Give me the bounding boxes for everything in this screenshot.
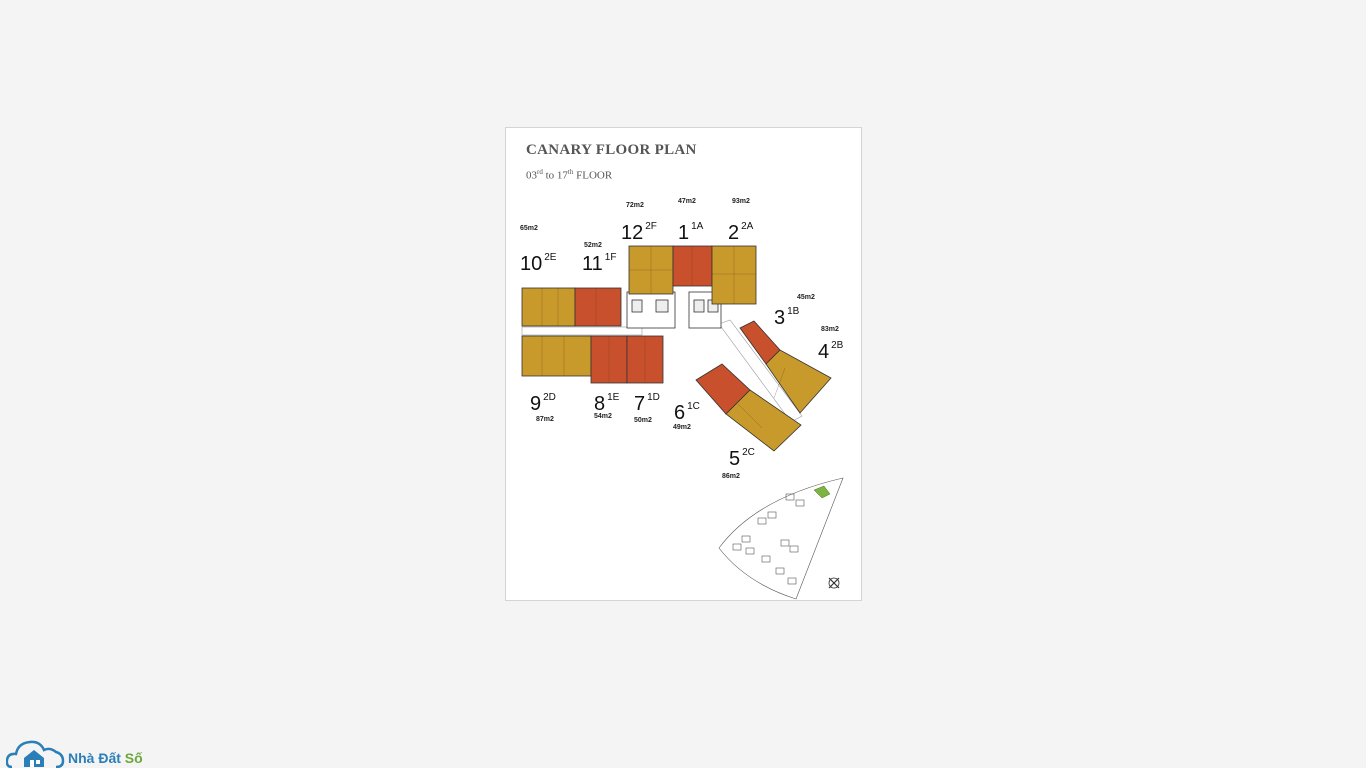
left-wing-top	[521, 287, 622, 327]
right-wing-upper	[739, 320, 832, 414]
area-label-12: 72m2	[626, 202, 644, 209]
interior-lines	[541, 246, 786, 429]
area-label-4: 83m2	[821, 326, 839, 333]
area-label-1: 47m2	[678, 198, 696, 205]
right-wing-lower	[695, 363, 802, 452]
unit-9-block	[521, 335, 592, 377]
unit-5-block	[725, 389, 802, 452]
unit-4-block	[765, 349, 832, 414]
unit-1-block	[672, 245, 713, 287]
area-label-11: 52m2	[584, 242, 602, 249]
area-label-5: 86m2	[722, 473, 740, 480]
area-label-2: 93m2	[732, 198, 750, 205]
site-key-map	[718, 477, 844, 600]
area-label-10: 65m2	[520, 225, 538, 232]
floor-plan-drawing	[521, 245, 844, 600]
site-logo[interactable]: Nhà Đất Số	[6, 733, 143, 768]
compass-icon	[828, 577, 840, 589]
unit-10-block	[521, 287, 576, 327]
floor-plan-sheet: CANARY FLOOR PLAN 03rd to 17th FLOOR	[505, 127, 862, 601]
area-label-7: 50m2	[634, 417, 652, 424]
plan-subtitle: 03rd to 17th FLOOR	[526, 168, 613, 182]
plan-title: CANARY FLOOR PLAN	[526, 142, 697, 158]
left-wing-bottom	[521, 335, 664, 384]
area-label-9: 87m2	[536, 416, 554, 423]
area-label-6: 49m2	[673, 424, 691, 431]
unit-11-block	[574, 287, 622, 327]
core	[626, 291, 722, 329]
logo-text: Nhà Đất Số	[68, 750, 143, 766]
corridor	[521, 319, 803, 423]
house-cloud-icon	[6, 740, 65, 768]
area-label-8: 54m2	[594, 413, 612, 420]
canary-highlight	[813, 485, 831, 499]
area-label-3: 45m2	[797, 294, 815, 301]
